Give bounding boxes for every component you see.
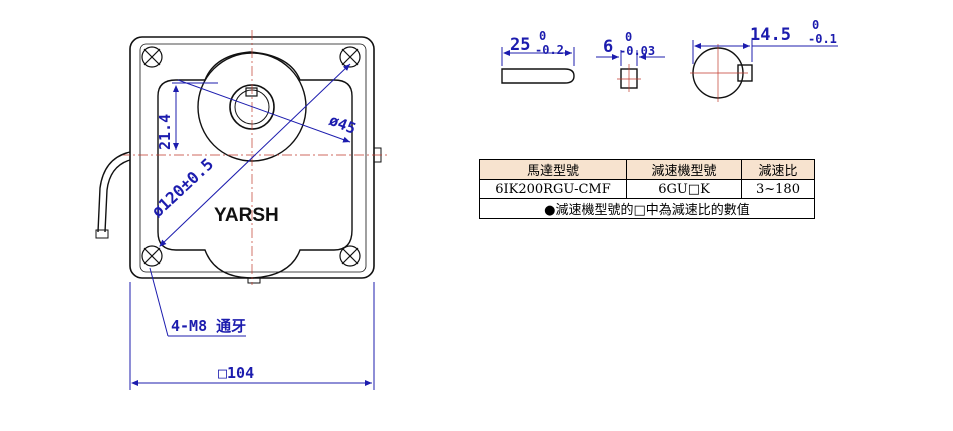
key-width-lower: -0.03 [619, 44, 655, 58]
key-width-value: 6 [603, 37, 613, 57]
spec-table-note: ●減速機型號的□中為減速比的數值 [479, 198, 815, 219]
spec-table-note-row: ●減速機型號的□中為減速比的數值 [479, 198, 815, 219]
shaft-end-view [690, 40, 838, 102]
dim-square-label: □104 [218, 364, 254, 382]
dim-mount-label: 4-M8 通牙 [171, 317, 246, 335]
shaft-side-view [501, 47, 575, 84]
motor-cable [97, 151, 131, 233]
shaft-cut-value: 14.5 [750, 25, 791, 45]
cell-motor-model: 6IK200RGU-CMF [479, 179, 627, 199]
cell-gearhead-model: 6GU□K [626, 179, 742, 199]
key-width-upper: 0 [625, 30, 632, 44]
spec-table-header: 馬達型號 減速機型號 減速比 [479, 159, 815, 180]
mounting-holes [141, 46, 361, 267]
shaft-cut-lower: -0.1 [808, 32, 837, 46]
shaft-cut-upper: 0 [812, 18, 819, 32]
front-dimensions [129, 63, 375, 390]
shaft-length-value: 25 [510, 35, 530, 55]
key-section-view [596, 50, 665, 92]
brand-label: YARSH [214, 205, 279, 226]
shaft-key [245, 87, 258, 97]
header-ratio: 減速比 [741, 159, 815, 180]
shaft-length-upper: 0 [539, 29, 546, 43]
dim-height-label: 21.4 [156, 114, 174, 150]
header-gearhead-model: 減速機型號 [626, 159, 742, 180]
shaft-length-lower: -0.2 [535, 43, 564, 57]
center-lines [120, 30, 390, 285]
spec-table: 馬達型號 減速機型號 減速比 6IK200RGU-CMF 6GU□K 3~180… [479, 159, 815, 219]
cell-ratio: 3~180 [741, 179, 815, 199]
spec-table-row: 6IK200RGU-CMF 6GU□K 3~180 [479, 179, 815, 199]
dim-shaft-diameter-label: ø45 [327, 111, 359, 138]
header-motor-model: 馬達型號 [479, 159, 627, 180]
